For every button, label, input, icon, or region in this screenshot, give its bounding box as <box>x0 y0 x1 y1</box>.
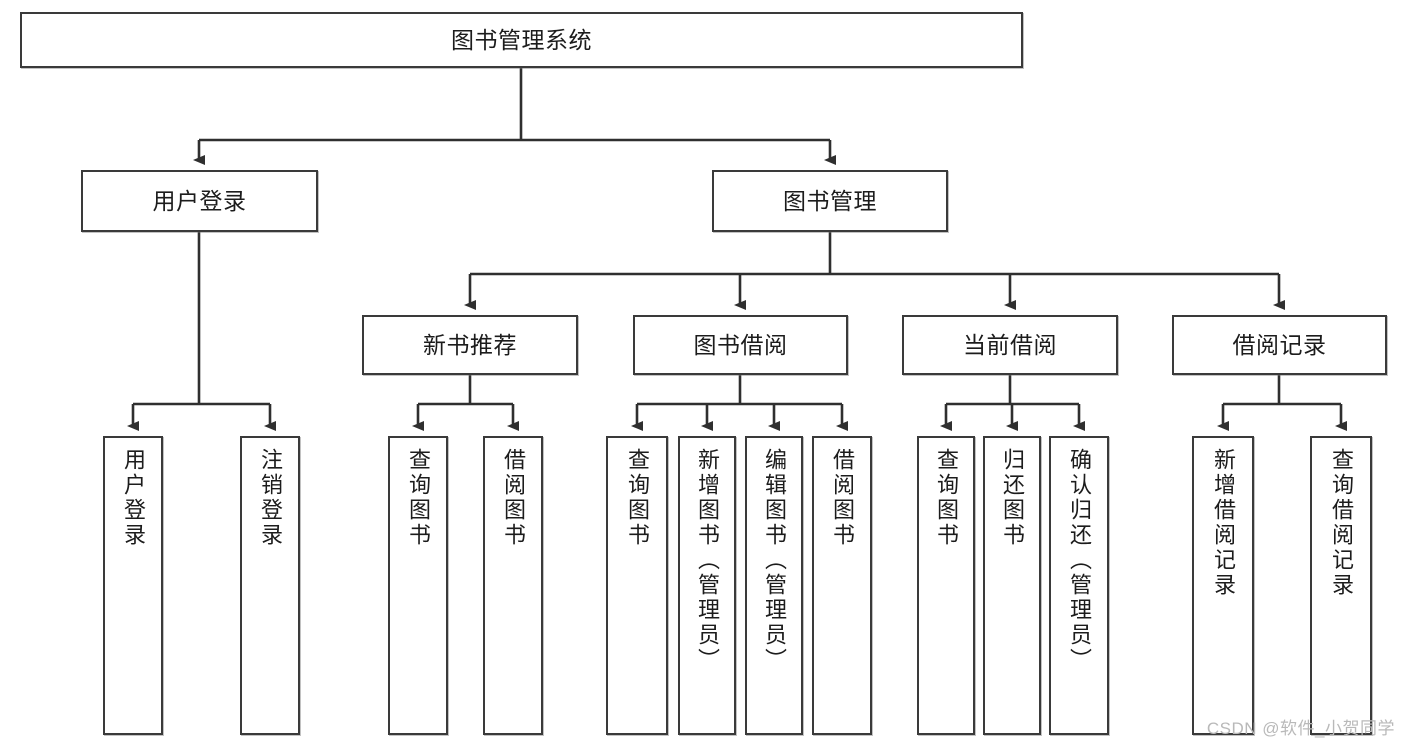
node-leaf-edit-book[interactable]: 编辑图书（管理员） <box>745 436 803 735</box>
node-leaf-user-login-label: 用户登录 <box>121 448 146 548</box>
node-borrow-record-label: 借阅记录 <box>1232 331 1327 358</box>
node-book-borrow-label: 图书借阅 <box>693 331 788 358</box>
node-leaf-add-record-label: 新增借阅记录 <box>1211 448 1236 598</box>
node-leaf-query-record[interactable]: 查询借阅记录 <box>1310 436 1372 735</box>
node-leaf-add-book[interactable]: 新增图书（管理员） <box>678 436 736 735</box>
node-leaf-query-book-2[interactable]: 查询图书 <box>606 436 668 735</box>
node-leaf-add-book-label: 新增图书（管理员） <box>695 448 720 673</box>
node-leaf-return-book-label: 归还图书 <box>1000 448 1025 548</box>
node-leaf-borrow-book-2-label: 借阅图书 <box>830 448 855 548</box>
node-leaf-query-record-label: 查询借阅记录 <box>1329 448 1354 598</box>
node-current-borrow[interactable]: 当前借阅 <box>902 315 1118 375</box>
node-leaf-user-logout-label: 注销登录 <box>258 448 283 548</box>
node-leaf-confirm-return[interactable]: 确认归还（管理员） <box>1049 436 1109 735</box>
node-leaf-query-book-3[interactable]: 查询图书 <box>917 436 975 735</box>
node-leaf-query-book-3-label: 查询图书 <box>934 448 959 548</box>
node-borrow-record[interactable]: 借阅记录 <box>1172 315 1387 375</box>
node-leaf-confirm-return-label: 确认归还（管理员） <box>1067 448 1092 673</box>
node-root[interactable]: 图书管理系统 <box>20 12 1023 68</box>
node-leaf-user-login[interactable]: 用户登录 <box>103 436 163 735</box>
node-user-login[interactable]: 用户登录 <box>81 170 318 232</box>
node-leaf-query-book-1-label: 查询图书 <box>406 448 431 548</box>
node-new-book-recommend-label: 新书推荐 <box>423 331 517 358</box>
node-leaf-edit-book-label: 编辑图书（管理员） <box>762 448 787 673</box>
node-book-manage[interactable]: 图书管理 <box>712 170 948 232</box>
node-book-borrow[interactable]: 图书借阅 <box>633 315 848 375</box>
node-user-login-label: 用户登录 <box>152 187 247 214</box>
node-leaf-query-book-1[interactable]: 查询图书 <box>388 436 448 735</box>
node-leaf-user-logout[interactable]: 注销登录 <box>240 436 300 735</box>
node-leaf-return-book[interactable]: 归还图书 <box>983 436 1041 735</box>
node-leaf-add-record[interactable]: 新增借阅记录 <box>1192 436 1254 735</box>
watermark-text: CSDN @软件_小贺同学 <box>1206 719 1395 738</box>
node-leaf-query-book-2-label: 查询图书 <box>625 448 650 548</box>
node-root-label: 图书管理系统 <box>451 26 592 53</box>
node-leaf-borrow-book-1[interactable]: 借阅图书 <box>483 436 543 735</box>
node-leaf-borrow-book-2[interactable]: 借阅图书 <box>812 436 872 735</box>
node-new-book-recommend[interactable]: 新书推荐 <box>362 315 578 375</box>
node-book-manage-label: 图书管理 <box>783 187 877 214</box>
node-current-borrow-label: 当前借阅 <box>963 331 1057 358</box>
node-leaf-borrow-book-1-label: 借阅图书 <box>501 448 526 548</box>
